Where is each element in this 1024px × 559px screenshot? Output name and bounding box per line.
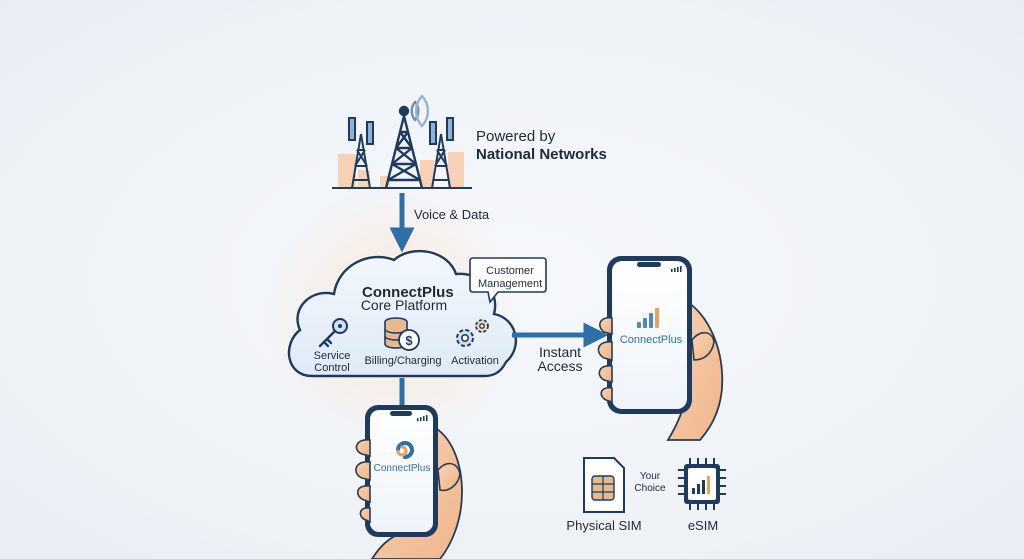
signal-waves-icon — [410, 94, 430, 128]
feature-label-activation: Activation — [451, 355, 499, 367]
customer-management-label: Customer Management — [478, 265, 543, 290]
signal-bars-logo-icon — [637, 308, 659, 328]
esim-label: eSIM — [687, 518, 719, 533]
platform-brand: ConnectPlus — [362, 284, 454, 301]
svg-text:$: $ — [405, 333, 413, 348]
platform-subtitle: Core Platform — [360, 297, 448, 313]
core-platform-cloud — [287, 249, 517, 378]
sim-choice-label: Your Choice — [634, 471, 666, 494]
antenna-tower-right-icon — [429, 117, 454, 189]
gears-icon — [456, 319, 489, 347]
right-phone-group — [597, 256, 724, 441]
tower-group — [332, 94, 472, 189]
physical-sim-label: Physical SIM — [566, 518, 642, 533]
feature-label-billing: Billing/Charging — [364, 355, 442, 367]
key-icon — [318, 318, 348, 348]
customer-management-callout — [469, 257, 547, 304]
bottom-phone-group — [355, 405, 463, 559]
instant-access-label: Instant Access — [537, 344, 583, 374]
cell-tower-icon — [384, 105, 424, 189]
tower-label-line2: National Networks — [476, 146, 607, 163]
swirl-logo-icon — [396, 441, 414, 459]
antenna-tower-left-icon — [348, 117, 374, 189]
esim-chip-icon — [678, 458, 726, 510]
tower-label-line1: Powered by — [476, 128, 556, 145]
city-skyline — [338, 152, 464, 188]
coins-icon: $ — [384, 317, 420, 351]
feature-label-service-control: Service Control — [313, 350, 351, 374]
voice-data-label: Voice & Data — [414, 207, 490, 222]
physical-sim-icon — [583, 457, 625, 513]
right-phone-app-name: ConnectPlus — [619, 334, 683, 346]
bottom-phone-app-name: ConnectPlus — [373, 463, 431, 474]
